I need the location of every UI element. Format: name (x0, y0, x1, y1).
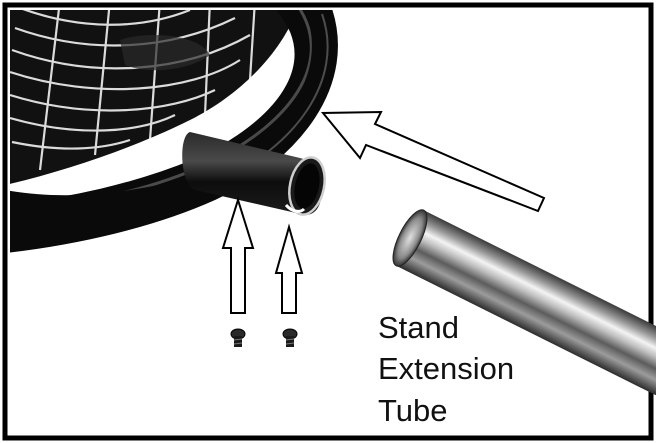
insert-screw-2-arrow (274, 223, 304, 314)
insert-screw-1-arrow (221, 196, 255, 314)
label-line-3: Tube (378, 393, 448, 428)
label-line-1: Stand (378, 310, 459, 345)
screw-2 (282, 328, 298, 347)
fan-guard (10, 10, 297, 184)
stand-extension-tube (392, 209, 656, 400)
label-line-2: Extension (378, 351, 514, 386)
stand-socket (182, 132, 326, 216)
part-label: Stand Extension Tube (378, 310, 523, 428)
insert-tube-arrow (320, 110, 546, 213)
screw-1 (230, 328, 246, 347)
